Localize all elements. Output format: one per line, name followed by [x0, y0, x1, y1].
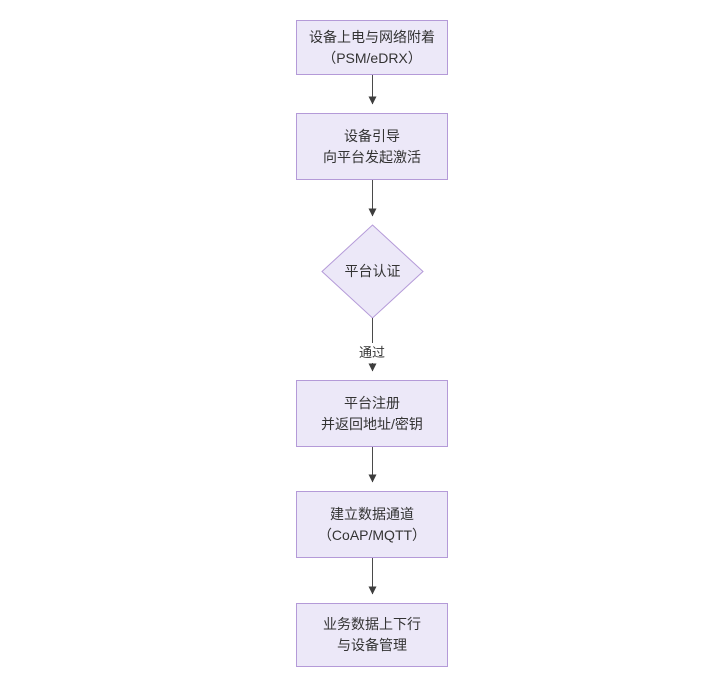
node-device-bootstrap[interactable]: 设备引导 向平台发起激活	[296, 113, 448, 180]
node-label-line: 设备上电与网络附着	[309, 28, 435, 45]
node-label-line: 业务数据上下行	[323, 616, 421, 632]
edge-label-pass: 通过	[356, 343, 389, 363]
node-business-data-and-device-mgmt[interactable]: 业务数据上下行 与设备管理	[296, 603, 448, 667]
node-label-line: 设备引导	[344, 127, 400, 144]
node-label-line: 向平台发起激活	[323, 148, 421, 165]
node-label-line: 建立数据通道	[330, 505, 414, 522]
node-establish-data-channel[interactable]: 建立数据通道 （CoAP/MQTT）	[296, 491, 448, 558]
node-label-line: （CoAP/MQTT）	[317, 526, 427, 543]
node-platform-auth[interactable]: 平台认证	[322, 225, 423, 318]
node-label-line: 并返回地址/密钥	[321, 415, 423, 432]
node-label-line: 与设备管理	[337, 637, 407, 653]
node-label-line: 平台注册	[344, 394, 400, 411]
node-label-line: （PSM/eDRX）	[322, 49, 422, 66]
node-device-power-on[interactable]: 设备上电与网络附着 （PSM/eDRX）	[296, 20, 448, 75]
node-platform-register[interactable]: 平台注册 并返回地址/密钥	[296, 380, 448, 447]
node-label-line: 平台认证	[344, 263, 401, 279]
